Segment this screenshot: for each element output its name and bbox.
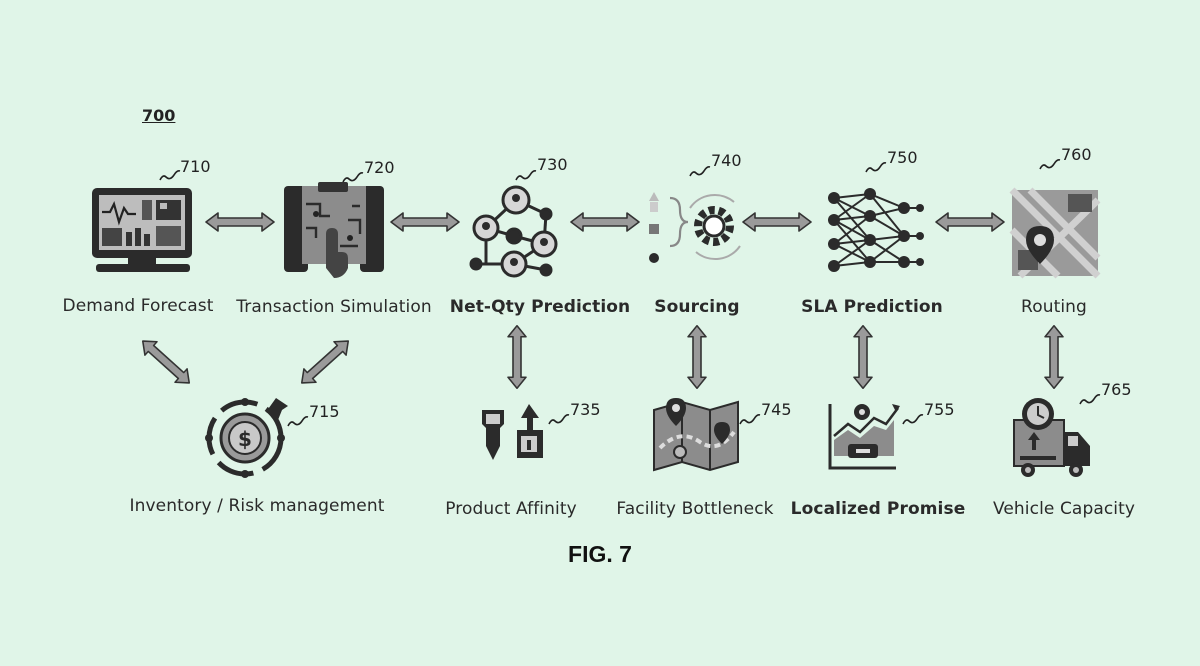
arrow-760-765: [1044, 324, 1064, 390]
product-tags-icon: [482, 404, 543, 460]
svg-text:$: $: [238, 427, 252, 451]
ref-leaders: [159, 159, 1101, 427]
ref-760: 760: [1061, 145, 1092, 164]
ref-715: 715: [309, 402, 340, 421]
label-sourcing: Sourcing: [654, 297, 740, 317]
arrow-740-745: [687, 324, 707, 390]
ref-720: 720: [364, 158, 395, 177]
arrow-720-730: [390, 212, 460, 232]
arrow-730-735: [507, 324, 527, 390]
arrow-720-715: [294, 333, 356, 391]
label-localized-promise: Localized Promise: [790, 499, 966, 519]
leader-760: [1039, 159, 1061, 170]
label-net-qty-prediction: Net-Qty Prediction: [449, 297, 631, 317]
delivery-truck-icon: [1013, 398, 1090, 477]
neural-network-icon: [828, 188, 924, 272]
folded-map-icon: [653, 398, 739, 472]
leader-720: [342, 172, 364, 183]
ref-730: 730: [537, 155, 568, 174]
leader-765: [1079, 394, 1101, 405]
arrow-750-760: [935, 212, 1005, 232]
arrow-750-755: [853, 324, 873, 390]
arrow-710-715: [135, 333, 197, 391]
leader-740: [689, 166, 711, 177]
label-demand-forecast: Demand Forecast: [62, 296, 214, 316]
leader-735: [548, 414, 570, 425]
label-routing: Routing: [1021, 297, 1087, 317]
gear-sourcing-icon: [649, 192, 741, 263]
arrow-740-750: [742, 212, 812, 232]
leader-755: [902, 414, 924, 425]
label-product-affinity: Product Affinity: [445, 499, 577, 519]
monitor-dashboard-icon: [92, 188, 192, 272]
ref-755: 755: [924, 400, 955, 419]
growth-chart-icon: [828, 404, 900, 470]
figure-caption: FIG. 7: [568, 541, 632, 567]
ref-740: 740: [711, 151, 742, 170]
leader-710: [159, 170, 181, 181]
leader-750: [865, 162, 887, 173]
diagram-number: 700: [142, 106, 176, 125]
leader-730: [515, 170, 537, 181]
arrow-730-740: [570, 212, 640, 232]
label-transaction-simulation: Transaction Simulation: [236, 297, 432, 317]
leader-745: [739, 414, 761, 425]
ref-750: 750: [887, 148, 918, 167]
arrow-710-720: [205, 212, 275, 232]
label-vehicle-capacity: Vehicle Capacity: [992, 499, 1136, 519]
touchscreen-hand-icon: [284, 182, 384, 278]
ref-765: 765: [1101, 380, 1132, 399]
ref-735: 735: [570, 400, 601, 419]
leader-715: [287, 416, 309, 427]
label-inventory-risk-management: Inventory / Risk management: [129, 496, 385, 516]
map-pin-icon: [1009, 187, 1101, 279]
label-sla-prediction: SLA Prediction: [801, 297, 943, 317]
ref-710: 710: [180, 157, 211, 176]
label-facility-bottleneck: Facility Bottleneck: [616, 499, 774, 519]
network-people-icon: [469, 185, 558, 278]
ref-745: 745: [761, 400, 792, 419]
dollar-target-icon: $: [205, 398, 288, 478]
